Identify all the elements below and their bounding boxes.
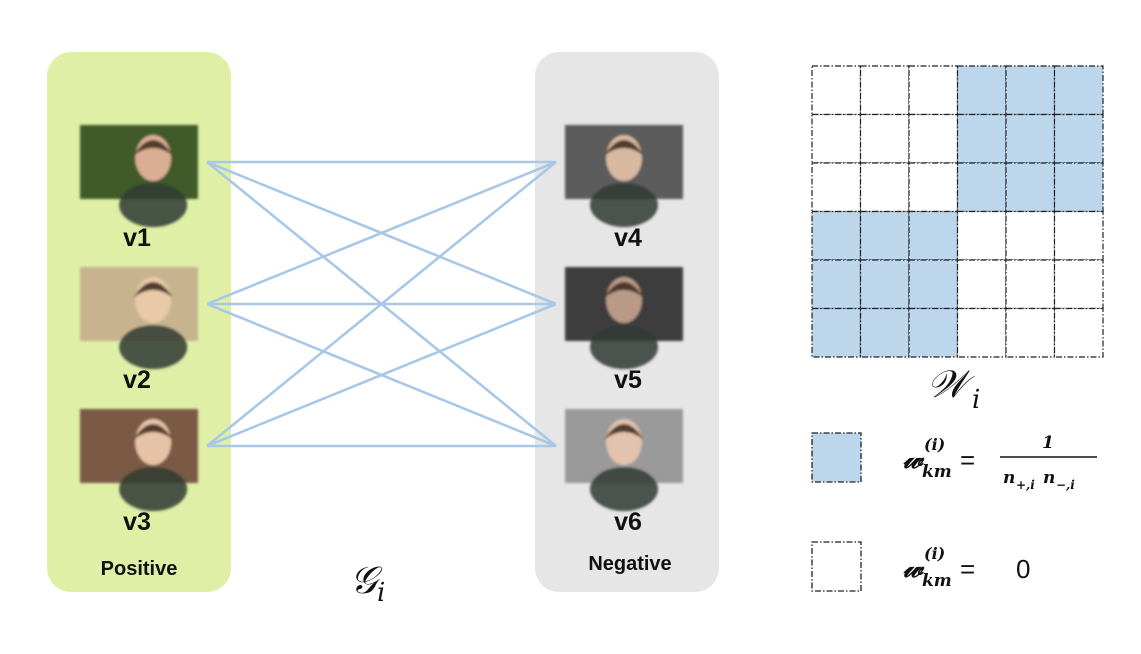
matrix-cell-r2-c5 — [1005, 113, 1056, 164]
node-label-v5: v5 — [614, 366, 642, 394]
edge-v2-v4 — [206, 160, 557, 306]
legend2-equals: = — [960, 554, 975, 584]
edge-v3-v4 — [206, 160, 557, 448]
matrix-cell-r6-c3 — [908, 307, 959, 358]
matrix-cell-r3-c6 — [1053, 162, 1104, 213]
hair-shape — [133, 282, 174, 298]
node-v6: v6 — [565, 409, 683, 536]
matrix-cell-r4-c5 — [1005, 210, 1056, 261]
node-label-v4: v4 — [614, 224, 642, 252]
face-photo-v2 — [80, 267, 198, 369]
legend2-lhs: 𝓌 — [903, 551, 925, 584]
matrix-cell-r3-c4 — [956, 162, 1007, 213]
positive-group-label: Positive — [101, 558, 178, 580]
matrix-cell-r5-c1 — [811, 259, 862, 310]
matrix-cell-r6-c4 — [956, 307, 1007, 358]
node-v2: v2 — [80, 267, 198, 394]
hair-shape — [604, 282, 644, 298]
shoulders-shape — [590, 183, 658, 227]
matrix-symbol-letter: 𝒲 — [927, 362, 975, 406]
matrix-cell-r1-c2 — [859, 65, 910, 116]
legend1-sup: (i) — [924, 435, 945, 454]
edges-layer — [206, 160, 557, 448]
matrix-cell-r3-c2 — [859, 162, 910, 213]
edge-v3-v5 — [206, 302, 557, 448]
legend2-value: 0 — [1016, 554, 1030, 584]
legend-swatch-filled — [811, 432, 862, 483]
matrix-cell-r6-c1 — [811, 307, 862, 358]
matrix-cell-r5-c2 — [859, 259, 910, 310]
hair-shape — [604, 424, 644, 440]
matrix-cell-r5-c3 — [908, 259, 959, 310]
legend1-denominator-sub1: +,i — [1016, 478, 1035, 492]
matrix-cell-r1-c5 — [1005, 65, 1056, 116]
graph-symbol-subscript: i — [377, 578, 385, 608]
matrix-cell-r4-c6 — [1053, 210, 1104, 261]
matrix-cell-r4-c3 — [908, 210, 959, 261]
shoulders-shape — [119, 183, 188, 227]
matrix-cell-r4-c1 — [811, 210, 862, 261]
node-v3: v3 — [80, 409, 198, 536]
legend1-numerator: 1 — [1042, 433, 1054, 453]
node-label-v3: v3 — [123, 508, 151, 536]
matrix-cell-r6-c6 — [1053, 307, 1104, 358]
node-label-v2: v2 — [123, 366, 151, 394]
hair-shape — [133, 424, 174, 440]
matrix-cell-r1-c6 — [1053, 65, 1104, 116]
legend1-lhs: 𝓌 — [903, 442, 925, 475]
face-photo-v4 — [565, 125, 683, 227]
matrix-cell-r2-c6 — [1053, 113, 1104, 164]
legend2-sup: (i) — [924, 544, 945, 563]
face-photo-v6 — [565, 409, 683, 511]
matrix-cell-r2-c3 — [908, 113, 959, 164]
hair-shape — [133, 140, 174, 156]
shoulders-shape — [119, 325, 188, 369]
matrix-cell-r4-c4 — [956, 210, 1007, 261]
shoulders-shape — [590, 467, 658, 511]
legend-item-empty: 𝓌 (i) km = 0 — [811, 541, 1030, 592]
matrix-cell-r5-c4 — [956, 259, 1007, 310]
matrix-cell-r1-c1 — [811, 65, 862, 116]
legend1-denominator-n2: n — [1043, 468, 1055, 488]
matrix-cell-r6-c2 — [859, 307, 910, 358]
matrix-cell-r1-c3 — [908, 65, 959, 116]
shoulders-shape — [590, 325, 658, 369]
weight-matrix — [811, 65, 1104, 358]
node-v1: v1 — [80, 125, 198, 252]
negative-group-label: Negative — [588, 553, 671, 575]
face-photo-v3 — [80, 409, 198, 511]
legend-swatch-empty — [811, 541, 862, 592]
matrix-cell-r2-c1 — [811, 113, 862, 164]
matrix-cell-r5-c5 — [1005, 259, 1056, 310]
legend1-denominator-sub2: −,i — [1056, 478, 1075, 492]
matrix-cell-r3-c1 — [811, 162, 862, 213]
matrix-cell-r6-c5 — [1005, 307, 1056, 358]
hair-shape — [604, 140, 644, 156]
legend1-denominator-n1: n — [1003, 468, 1015, 488]
face-photo-v5 — [565, 267, 683, 369]
matrix-cell-r2-c2 — [859, 113, 910, 164]
node-label-v1: v1 — [123, 224, 151, 252]
legend1-sub: km — [922, 462, 952, 482]
node-label-v6: v6 — [614, 508, 642, 536]
matrix-cell-r2-c4 — [956, 113, 1007, 164]
legend1-equals: = — [960, 445, 975, 475]
legend-item-filled: 𝓌 (i) km = 1 n +,i n −,i — [811, 432, 1097, 492]
nodes-layer: v1 v2 v3 v4 v5 v6 — [80, 125, 683, 536]
matrix-cell-r1-c4 — [956, 65, 1007, 116]
matrix-cell-r5-c6 — [1053, 259, 1104, 310]
node-v4: v4 — [565, 125, 683, 252]
matrix-symbol-subscript: i — [972, 385, 980, 415]
matrix-symbol: 𝒲 i — [927, 362, 980, 415]
matrix-cell-r3-c3 — [908, 162, 959, 213]
matrix-cell-r3-c5 — [1005, 162, 1056, 213]
shoulders-shape — [119, 467, 188, 511]
matrix-cell-r4-c2 — [859, 210, 910, 261]
face-photo-v1 — [80, 125, 198, 227]
node-v5: v5 — [565, 267, 683, 394]
graph-symbol: 𝒢 i — [350, 558, 385, 608]
legend2-sub: km — [922, 571, 952, 591]
